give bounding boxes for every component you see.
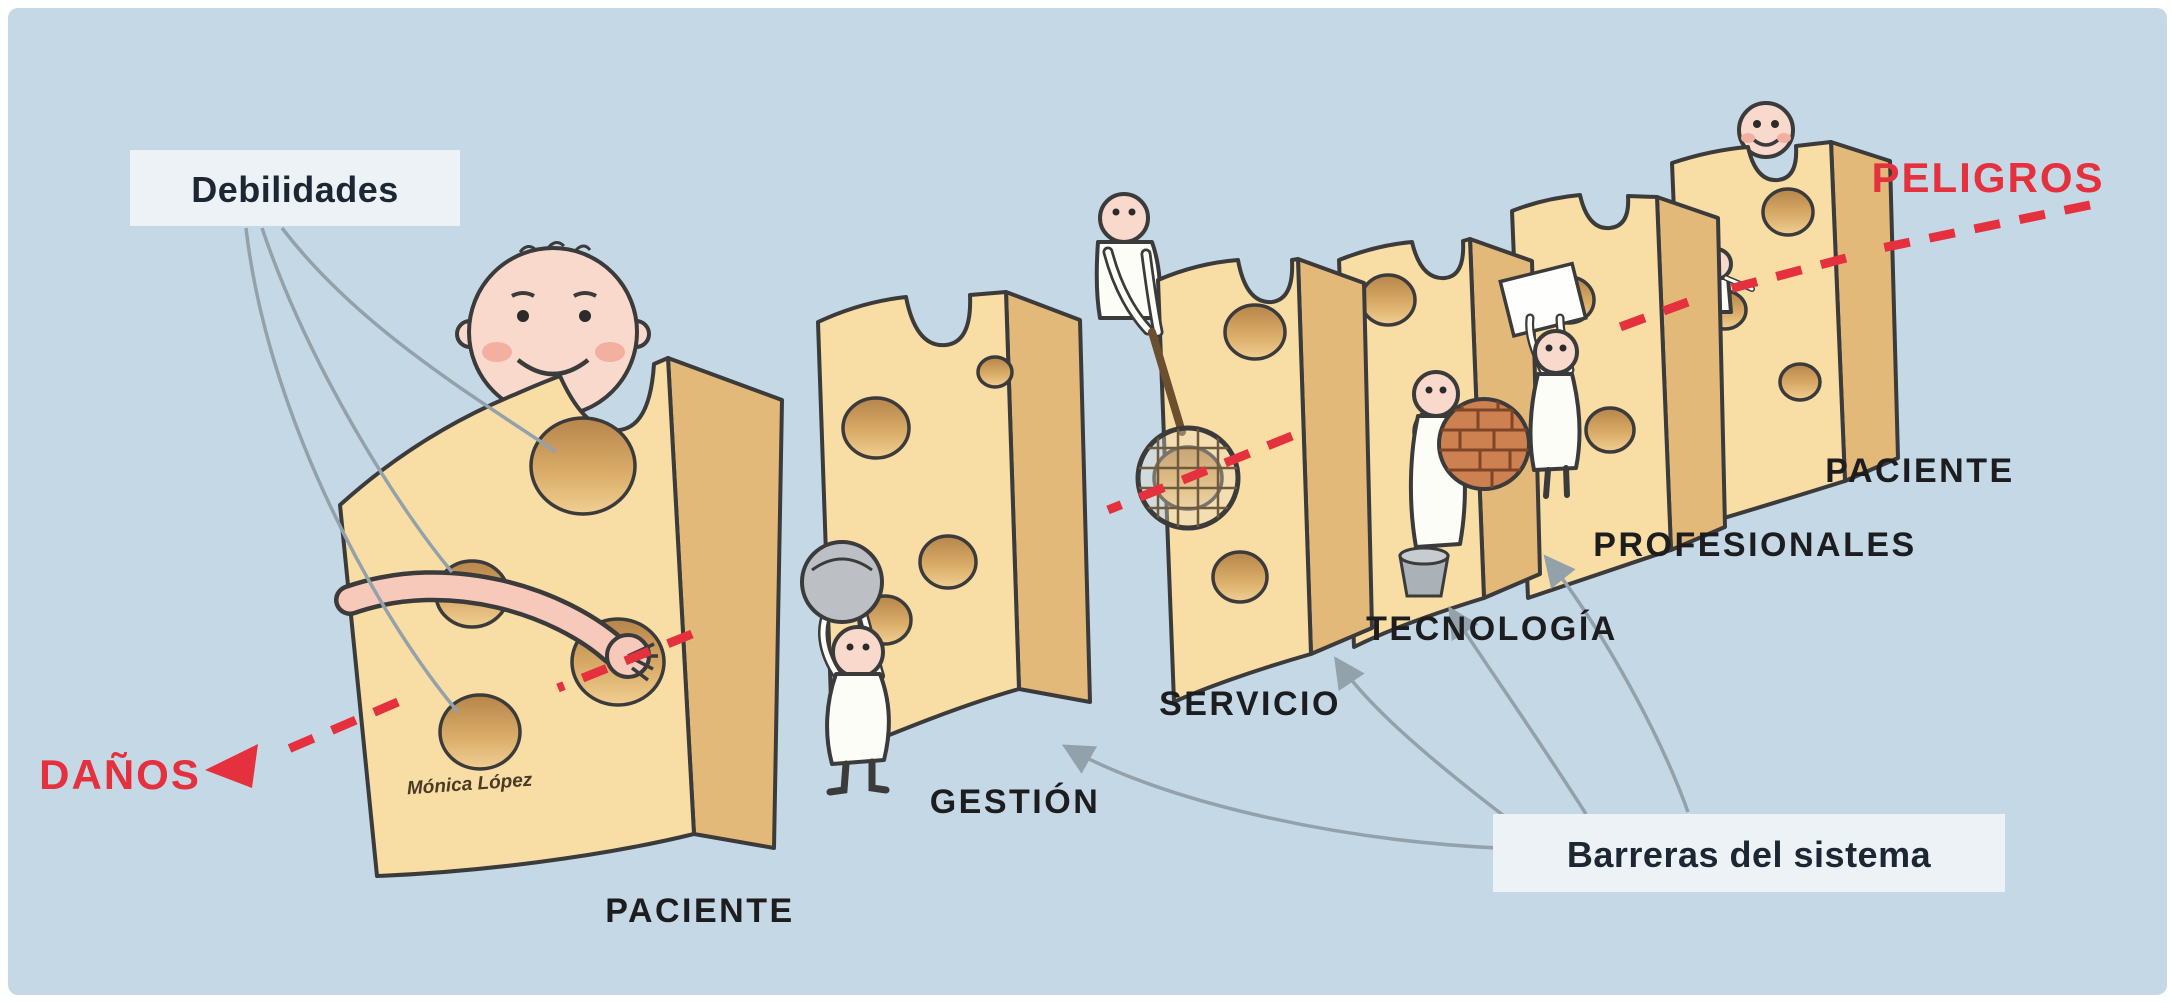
damages-label: DAÑOS <box>39 751 201 798</box>
brick-wall-figure <box>1398 370 1531 598</box>
cheese-hole <box>1211 550 1269 604</box>
cheese-hole <box>529 416 637 516</box>
cheese-hole <box>1761 187 1815 237</box>
large-patient-head <box>455 241 651 418</box>
weaknesses-label: Debilidades <box>191 169 399 210</box>
barriers-label-box <box>1493 814 2005 892</box>
slice-label-paciente-back: PACIENTE <box>1825 452 2014 490</box>
cheese-hole <box>438 693 522 771</box>
slice-label-paciente-front: PACIENTE <box>605 892 794 930</box>
brick-disc <box>1437 397 1531 491</box>
cheese-hole <box>841 396 911 460</box>
weakness-connectors <box>244 226 557 714</box>
peeking-head-figure <box>1737 101 1795 159</box>
cheese-hole <box>1359 273 1417 327</box>
cheese-hole <box>1778 362 1822 402</box>
cheese-hole <box>976 355 1014 389</box>
slice-label-gestion: GESTIÓN <box>930 783 1101 821</box>
slice-label-servicio: SERVICIO <box>1159 685 1341 723</box>
stone <box>800 540 884 624</box>
damage-arrowhead <box>205 744 258 788</box>
cheese-slice-paciente-front <box>338 356 784 878</box>
cheese-hole <box>1584 406 1636 454</box>
weaknesses-label-box <box>130 150 460 226</box>
barrier-connectors <box>1061 554 1690 850</box>
stone-figure <box>800 540 891 796</box>
net-pole <box>1148 328 1186 436</box>
hazard-trajectory <box>205 200 2091 788</box>
barriers-label: Barreras del sistema <box>1567 834 1932 875</box>
cheese-hole <box>918 534 978 590</box>
hazards-label: PELIGROS <box>1871 154 2104 201</box>
net-mesh <box>1138 428 1238 528</box>
slice-label-tecnologia: TECNOLOGÍA <box>1366 610 1618 648</box>
cheese-hole <box>1223 303 1287 361</box>
patching-figure <box>1498 261 1588 499</box>
slice-label-profesionales: PROFESIONALES <box>1593 526 1916 564</box>
